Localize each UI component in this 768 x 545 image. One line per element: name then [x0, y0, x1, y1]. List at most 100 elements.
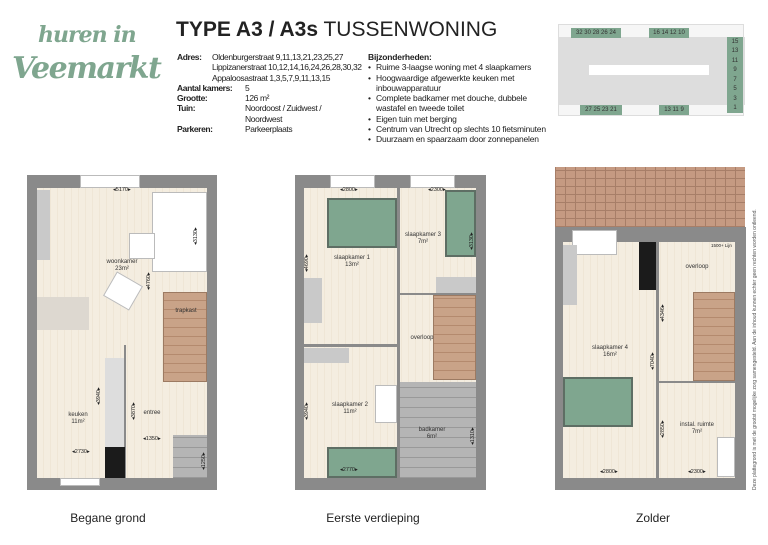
house-number: 5 [733, 86, 737, 93]
adres-line: Lippizanerstraat 10,12,14,16,24,26,28,30… [212, 62, 362, 73]
caption-ground-floor: Begane grond [70, 511, 146, 525]
interior-wall [400, 293, 476, 295]
adres-line: Appaloosastraat 1,3,5,7,9,11,13,15 [212, 72, 331, 83]
room-label-overloop: overloop [685, 264, 709, 270]
house-number: 15 [731, 38, 739, 45]
wardrobe [436, 277, 476, 293]
window [410, 175, 455, 188]
window [60, 478, 100, 486]
installation-unit [717, 437, 735, 477]
interior-wall [397, 188, 400, 478]
dimension: ◂7040▸ [650, 352, 656, 370]
coffee-table [129, 233, 155, 259]
dimension: ◂3870▸ [131, 402, 137, 420]
grootte-label: Grootte: [177, 93, 208, 104]
interior-wall [656, 242, 659, 478]
dimension: ◂4690▸ [304, 254, 310, 272]
house-number: 13 [731, 48, 739, 55]
dimension: ◂2800▸ [340, 187, 358, 193]
grootte-value: 126 m² [245, 93, 270, 104]
interior-wall [304, 344, 398, 347]
house-number: 1 [733, 105, 737, 112]
site-map-road [589, 65, 709, 75]
adres-line: Oldenburgerstraat 9,11,13,21,23,25,27 [212, 52, 344, 62]
dining-table [37, 297, 89, 330]
dimension: ◂2730▸ [72, 449, 90, 455]
bed [563, 377, 633, 427]
dimension: ◂2800▸ [600, 469, 618, 475]
dimension: ◂3940▸ [96, 387, 102, 405]
title-type: TYPE A3 / A3s [176, 18, 318, 41]
dimension: ◂2770▸ [340, 467, 358, 473]
adres-label: Adres: [177, 52, 202, 62]
toilet-room [173, 435, 207, 478]
wardrobe [563, 245, 577, 305]
parkeren-value: Parkeerplaats [245, 124, 293, 135]
house-number: 9 [733, 67, 737, 74]
wardrobe [304, 348, 349, 363]
site-map-houses-right: 15 13 11 9 7 5 3 1 [727, 37, 743, 113]
site-map-houses-top-mid: 16 14 12 10 [649, 28, 689, 38]
title-kind: TUSSENWONING [323, 18, 498, 41]
site-map: 32 30 28 26 24 16 14 12 10 27 25 23 21 1… [558, 24, 745, 116]
features-list: Bijzonderheden: Ruime 3-laagse woning me… [368, 52, 556, 145]
dimension: ◂1350▸ [143, 436, 161, 442]
logo-line1: huren in [38, 22, 137, 48]
room-label-trapkast: trapkast [175, 308, 197, 314]
site-map-houses-bottom-mid: 13 11 9 [659, 105, 689, 115]
wardrobe [304, 278, 322, 323]
tuin-value: Noordwest [245, 113, 283, 124]
feature-item: Complete badkamer met douche, dubbele wa… [368, 93, 556, 114]
roof-tiles [555, 167, 745, 227]
lijn-label: 1500+ Lijn [711, 243, 732, 248]
window-door [80, 175, 140, 188]
dimension: ◂5170▸ [113, 187, 131, 193]
disclaimer: Deze plattegrond is met de grootst mogel… [752, 209, 758, 490]
stairs [163, 292, 207, 382]
logo-line2: Veemarkt [12, 51, 162, 86]
feature-item: Centrum van Utrecht op slechts 10 fietsm… [368, 124, 556, 135]
site-map-houses-top-left: 32 30 28 26 24 [571, 28, 621, 38]
page-title: TYPE A3 / A3s TUSSENWONING [176, 18, 497, 42]
dimension: ◂2850▸ [660, 420, 666, 438]
bed [327, 447, 397, 478]
feature-item: Hoogwaardige afgewerkte keuken met inbou… [368, 73, 556, 94]
kamers-value: 5 [245, 82, 250, 93]
caption-attic: Zolder [635, 511, 671, 525]
features-title: Bijzonderheden: [368, 52, 432, 62]
room-label-overloop: overloop [410, 335, 434, 341]
dimension: ◂4760▸ [146, 272, 152, 290]
site-map-houses-bottom-left: 27 25 23 21 [580, 105, 622, 115]
house-number: 11 [731, 57, 739, 64]
house-number: 3 [733, 95, 737, 102]
tuin-label: Tuin: [177, 103, 196, 114]
stove [105, 447, 125, 478]
interior-wall [659, 381, 735, 383]
dimension: ◂3130▸ [193, 227, 199, 245]
house-number: 7 [733, 76, 737, 83]
desk [375, 385, 397, 423]
tuin-value: Noordoost / Zuidwest / [245, 103, 322, 114]
room-label-entree: entree [143, 410, 161, 416]
bed [327, 198, 397, 248]
property-info: Adres: Oldenburgerstraat 9,11,13,21,23,25… [177, 52, 362, 134]
stairs [433, 295, 476, 380]
piano [639, 242, 656, 290]
bookcase [37, 190, 50, 260]
feature-item: Eigen tuin met berging [368, 114, 556, 125]
kitchen-counter [105, 358, 124, 448]
bathroom-tiles [400, 382, 476, 478]
sofa [152, 192, 207, 272]
dimension: ◂4346▸ [660, 304, 666, 322]
kamers-label: Aantal kamers: [177, 82, 233, 93]
bed [445, 190, 476, 257]
stairs [693, 292, 735, 381]
dimension: ◂3940▸ [304, 402, 310, 420]
dimension: ◂3130▸ [469, 232, 475, 250]
